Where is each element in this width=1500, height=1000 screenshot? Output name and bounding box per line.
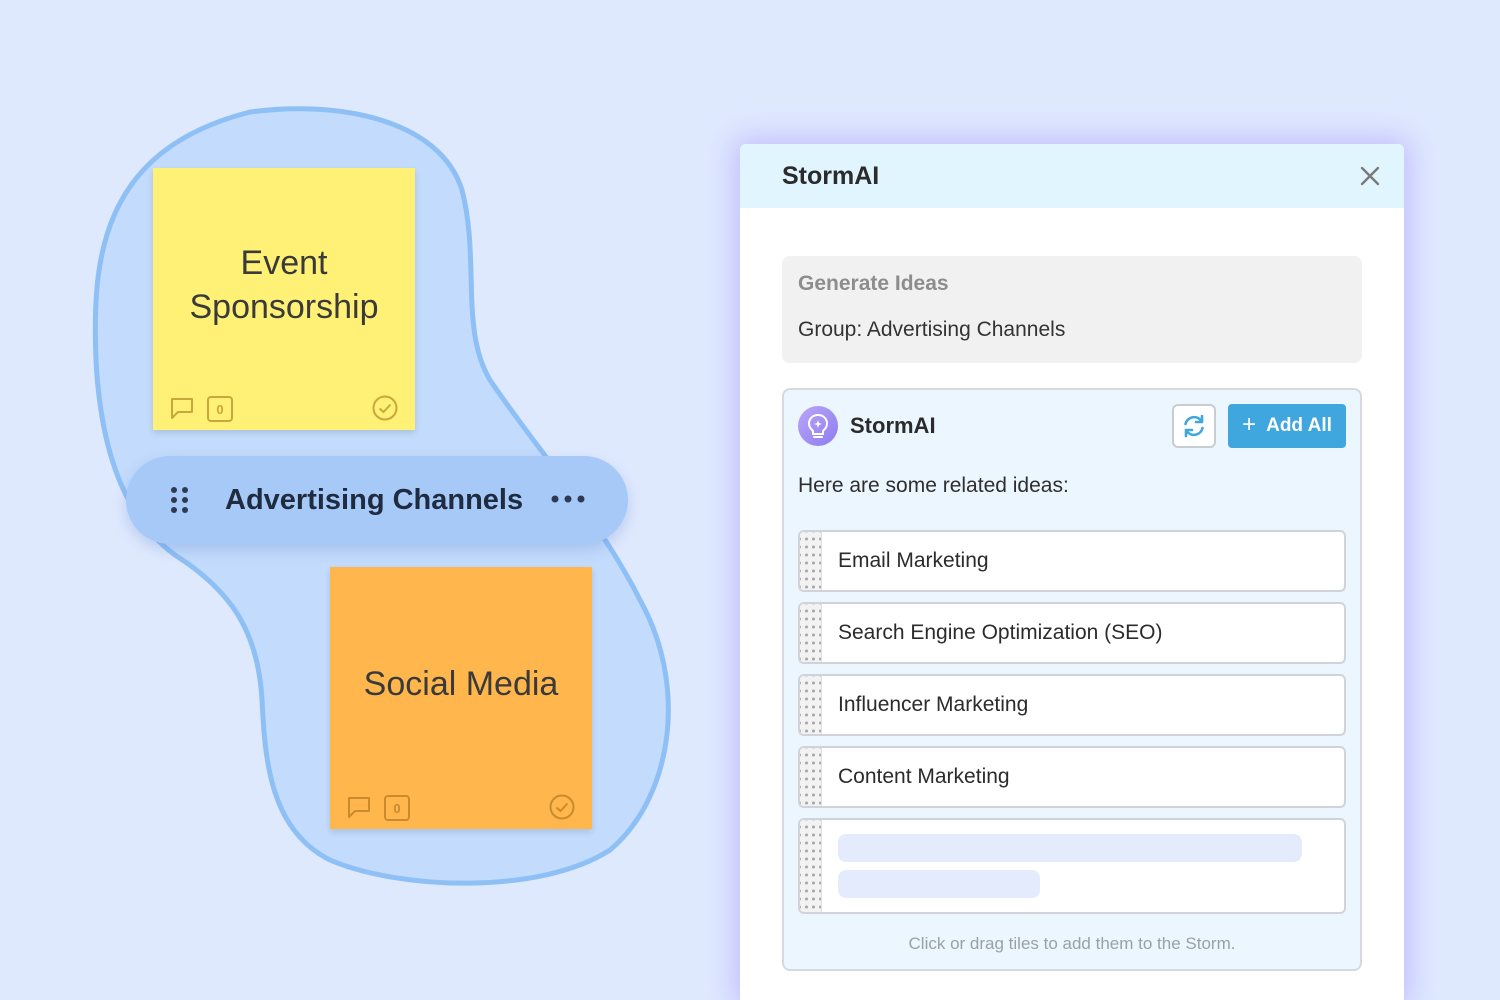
more-options-icon[interactable] bbox=[550, 490, 586, 508]
add-all-button[interactable]: + Add All bbox=[1228, 404, 1346, 448]
drag-hint: Click or drag tiles to add them to the S… bbox=[908, 934, 1236, 953]
comment-icon[interactable] bbox=[169, 396, 195, 420]
refresh-button[interactable] bbox=[1172, 404, 1216, 448]
panel-header: StormAI bbox=[740, 144, 1404, 208]
stormai-panel: StormAI Generate Ideas Group: Advertisin… bbox=[740, 144, 1404, 1000]
group-header[interactable]: Advertising Channels bbox=[126, 456, 628, 544]
note-text: Social Media bbox=[363, 665, 559, 703]
check-circle-icon[interactable] bbox=[371, 394, 399, 422]
group-title[interactable]: Advertising Channels bbox=[225, 484, 524, 516]
lightbulb-icon bbox=[807, 413, 829, 438]
sticky-note-event-sponsorship[interactable]: Event Sponsorship 0 bbox=[153, 168, 415, 430]
drag-grip-icon[interactable] bbox=[800, 676, 822, 734]
add-all-label: Add All bbox=[1266, 415, 1332, 436]
comment-count: 0 bbox=[384, 795, 410, 821]
drag-grip-icon[interactable] bbox=[800, 532, 822, 590]
drag-grip-icon[interactable] bbox=[800, 748, 822, 806]
assistant-name: StormAI bbox=[850, 413, 936, 438]
drag-handle-icon[interactable] bbox=[170, 486, 190, 514]
ai-response-box: StormAI + Add All Here are some related … bbox=[782, 388, 1362, 971]
drag-grip-icon bbox=[800, 820, 822, 912]
idea-tile[interactable]: Email Marketing bbox=[798, 530, 1346, 592]
plus-icon: + bbox=[1242, 411, 1257, 438]
comment-count: 0 bbox=[207, 396, 233, 422]
idea-tile[interactable]: Influencer Marketing bbox=[798, 674, 1346, 736]
note-text: Event Sponsorship bbox=[189, 244, 379, 326]
check-circle-icon[interactable] bbox=[548, 793, 576, 821]
idea-tile-loading bbox=[798, 818, 1346, 914]
idea-text: Content Marketing bbox=[838, 765, 1010, 788]
refresh-icon bbox=[1184, 414, 1204, 438]
generate-ideas-heading: Generate Ideas bbox=[798, 272, 949, 295]
idea-text: Search Engine Optimization (SEO) bbox=[838, 621, 1163, 644]
note-footer: 0 bbox=[169, 394, 399, 422]
panel-title: StormAI bbox=[782, 162, 880, 190]
note-footer: 0 bbox=[346, 793, 576, 821]
idea-text: Influencer Marketing bbox=[838, 693, 1029, 716]
comment-icon[interactable] bbox=[346, 795, 372, 819]
idea-tile[interactable]: Content Marketing bbox=[798, 746, 1346, 808]
generate-ideas-box: Generate Ideas Group: Advertising Channe… bbox=[782, 256, 1362, 363]
loading-skeleton-line bbox=[838, 870, 1040, 898]
close-icon[interactable] bbox=[1358, 164, 1382, 188]
loading-skeleton-line bbox=[838, 834, 1302, 862]
generate-ideas-group: Group: Advertising Channels bbox=[798, 318, 1066, 341]
sticky-note-social-media[interactable]: Social Media 0 bbox=[330, 567, 592, 829]
assistant-intro: Here are some related ideas: bbox=[798, 474, 1069, 497]
idea-text: Email Marketing bbox=[838, 549, 989, 572]
stormai-avatar bbox=[798, 406, 838, 446]
idea-tile[interactable]: Search Engine Optimization (SEO) bbox=[798, 602, 1346, 664]
drag-grip-icon[interactable] bbox=[800, 604, 822, 662]
